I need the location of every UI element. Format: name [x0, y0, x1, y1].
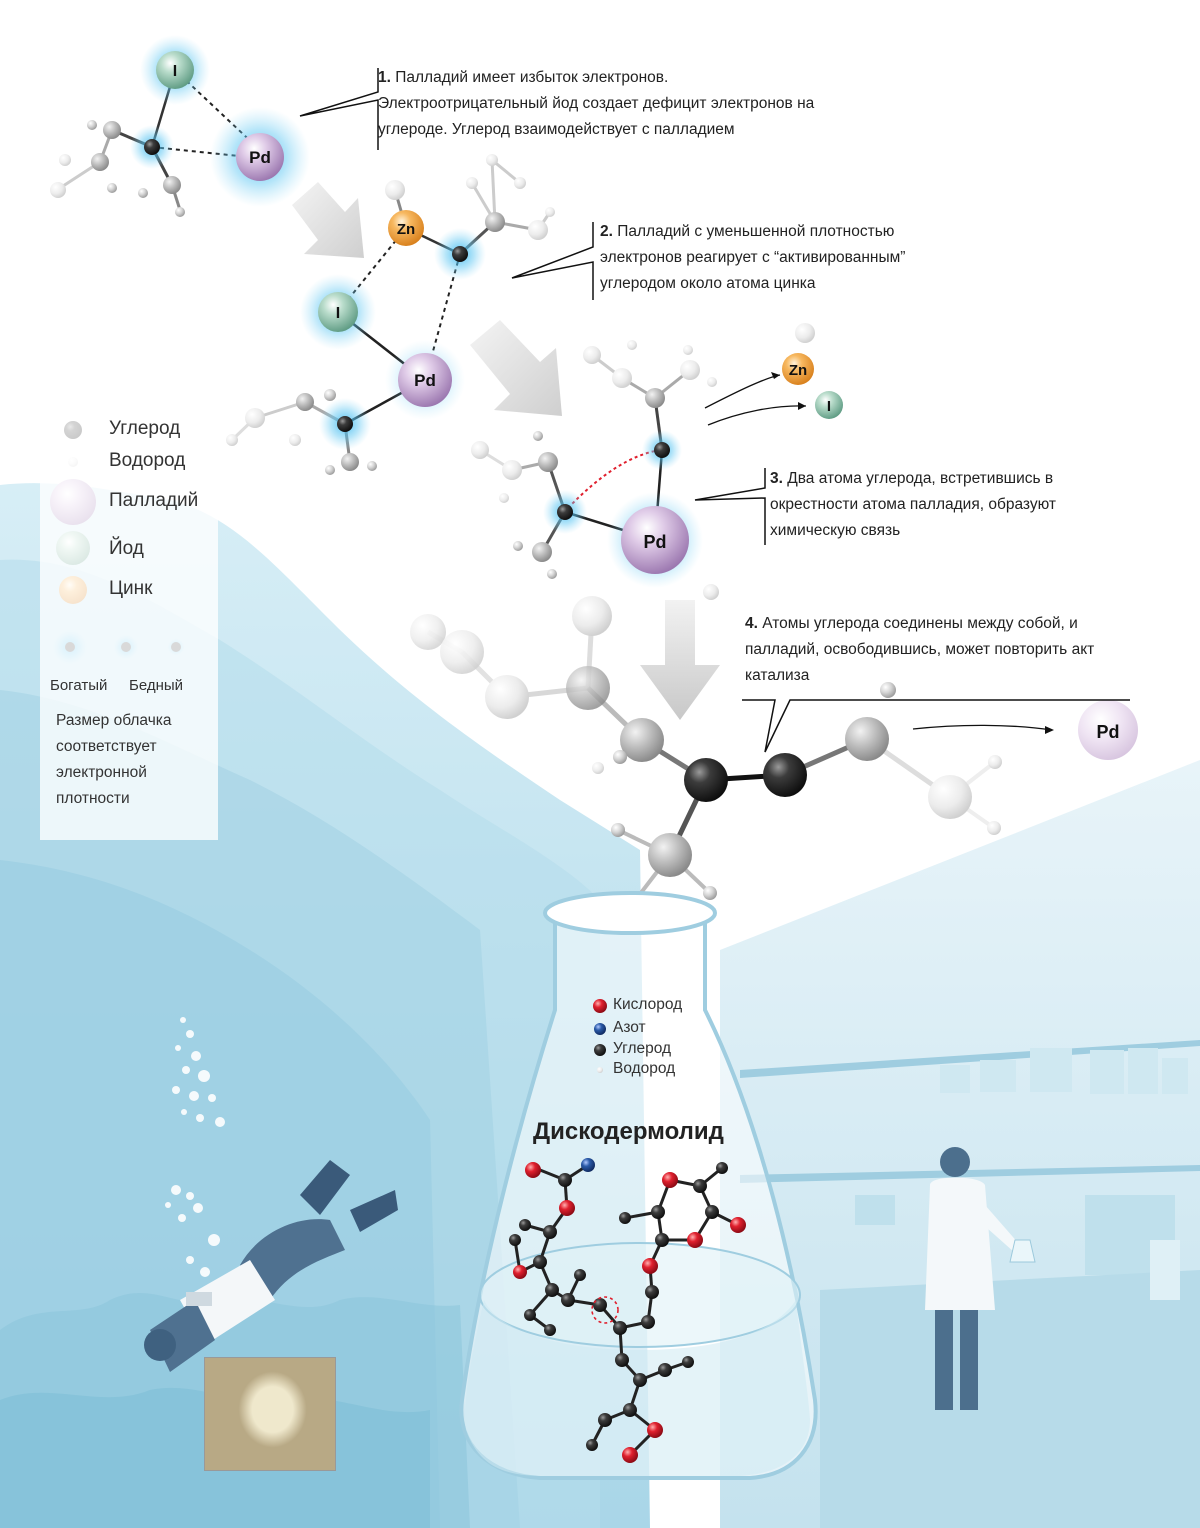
step2-number: 2. [600, 223, 613, 240]
step3-annotation: 3. Два атома углерода, встретившись в ок… [770, 466, 1100, 544]
palladium-symbol: Pd [1096, 722, 1119, 742]
iodine-symbol: I [336, 305, 340, 322]
legend-palladium: Палладий [109, 490, 199, 511]
discodermolide-atoms [509, 1158, 746, 1463]
sponge-photo [204, 1357, 336, 1471]
step4-number: 4. [745, 615, 758, 632]
step1-molecule: I Pd [50, 35, 310, 217]
legend-iodine: Йод [109, 538, 144, 559]
legend-poor: Бедный [129, 677, 184, 694]
flask-legend-atoms [593, 999, 607, 1073]
flask [459, 891, 818, 1480]
step1-text: Палладий имеет избыток электронов. Элект… [378, 69, 815, 138]
step2-text: Палладий с уменьшенной плотностью электр… [600, 223, 906, 292]
step2-molecule: Zn I Pd [226, 154, 555, 475]
step3-text: Два атома углерода, встретившись в окрес… [770, 470, 1056, 539]
diver-illustration [144, 1160, 398, 1372]
legend-note: Размер облачка соответствует электронной… [56, 712, 172, 807]
zinc-symbol: Zn [789, 362, 807, 379]
step4-annotation: 4. Атомы углерода соединены между собой,… [745, 611, 1120, 689]
step4-molecule: Pd [410, 584, 1138, 905]
flask-legend-carbon: Углерод [613, 1040, 672, 1057]
flask-legend-nitrogen: Азот [613, 1019, 646, 1036]
step1-annotation: 1. Палладий имеет избыток электронов. Эл… [378, 65, 818, 143]
iodine-symbol: I [827, 398, 831, 415]
step1-number: 1. [378, 69, 391, 86]
legend-zinc: Цинк [109, 578, 153, 599]
laboratory-background [720, 760, 1200, 1528]
step2-annotation: 2. Палладий с уменьшенной плотностью эле… [600, 219, 930, 297]
step3-number: 3. [770, 470, 783, 487]
discodermolide-title: Дискодермолид [533, 1118, 724, 1145]
palladium-symbol: Pd [249, 148, 271, 167]
flow-arrows [292, 182, 720, 720]
legend-hydrogen: Водород [109, 450, 186, 471]
air-bubbles [165, 1017, 225, 1277]
zinc-symbol: Zn [397, 221, 415, 238]
palladium-symbol: Pd [414, 371, 436, 390]
legend-carbon: Углерод [109, 418, 181, 439]
iodine-symbol: I [173, 63, 177, 80]
flask-legend-hydrogen: Водород [613, 1060, 676, 1077]
callout-brackets [299, 68, 1130, 753]
step4-text: Атомы углерода соединены между собой, и … [745, 615, 1095, 684]
palladium-symbol: Pd [643, 532, 666, 552]
legend-panel [40, 405, 218, 840]
legend-rich: Богатый [50, 677, 108, 694]
flask-legend-oxygen: Кислород [613, 996, 683, 1013]
step3-molecule: Pd Zn I [471, 323, 843, 588]
